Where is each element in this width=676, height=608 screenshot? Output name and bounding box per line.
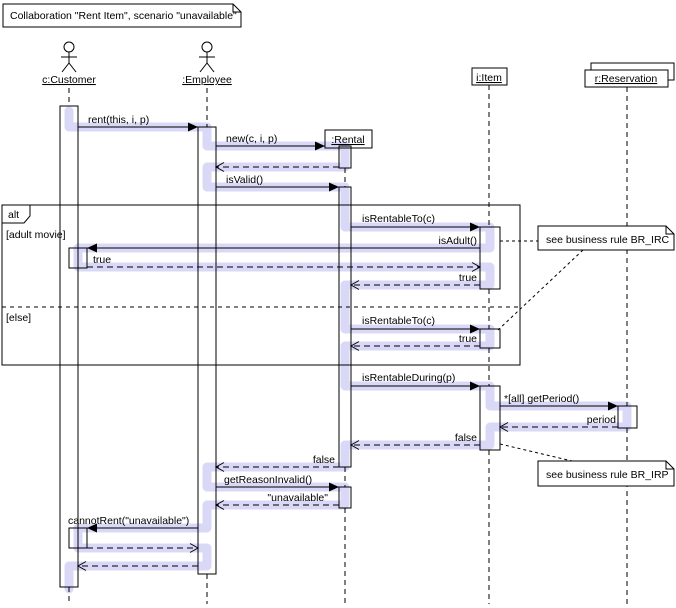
- activation-item-1[interactable]: [479, 226, 501, 290]
- actor-customer[interactable]: [61, 41, 77, 73]
- activation-customer-nested-1[interactable]: [68, 247, 88, 269]
- note-br-irc[interactable]: see business rule BR_IRC: [537, 225, 675, 251]
- actor-employee-label: :Employee: [182, 74, 232, 86]
- message-new-label: new(c, i, p): [226, 133, 277, 145]
- message-getperiod-label: *[all] getPeriod(): [504, 393, 579, 405]
- return-false1-label: false: [455, 432, 477, 444]
- fragment-guard-adult-movie: [adult movie]: [6, 229, 66, 241]
- note-connector-irp: [499, 443, 573, 462]
- return-true2-label: true: [459, 272, 477, 284]
- activation-item-3[interactable]: [479, 385, 501, 451]
- object-item-label: i:Item: [476, 72, 502, 84]
- object-item[interactable]: i:Item: [471, 67, 508, 86]
- activation-rental-getreason[interactable]: [338, 486, 352, 509]
- fragment-alt[interactable]: [1, 204, 521, 366]
- multiobject-reservation[interactable]: r:Reservation: [584, 62, 675, 88]
- message-isrentableduring-label: isRentableDuring(p): [362, 372, 455, 384]
- actor-employee-body: [199, 52, 215, 73]
- actor-customer-head: [63, 41, 75, 53]
- activation-customer-nested-2[interactable]: [68, 527, 88, 549]
- activation-reservation[interactable]: [617, 405, 638, 429]
- multiobject-reservation-front: [584, 69, 669, 88]
- message-rent-label: rent(this, i, p): [88, 114, 149, 126]
- activation-bars: [59, 105, 638, 588]
- note-br-irp-text: see business rule BR_IRP: [546, 469, 669, 481]
- message-isrentableto2-label: isRentableTo(c): [362, 315, 435, 327]
- note-connector-irc-2: [497, 249, 584, 331]
- message-cannotrent-label: cannotRent("unavailable"): [68, 515, 189, 527]
- fragment-alt-pentagon: [2, 205, 31, 224]
- activation-rental-isvalid[interactable]: [338, 186, 352, 468]
- activation-employee[interactable]: [197, 126, 217, 575]
- message-getreasoninvalid-label: getReasonInvalid(): [224, 474, 312, 486]
- return-true3-label: true: [459, 333, 477, 345]
- actor-customer-body: [61, 52, 77, 73]
- execution-trace-highlight: [64, 106, 632, 594]
- note-br-irp[interactable]: see business rule BR_IRP: [537, 460, 675, 487]
- actor-employee[interactable]: [199, 41, 215, 73]
- object-reservation-label: r:Reservation: [595, 73, 658, 85]
- return-unavailable-label: "unavailable": [267, 492, 328, 504]
- activation-rental-create[interactable]: [338, 145, 352, 169]
- actor-employee-head: [201, 41, 213, 53]
- activation-item-2[interactable]: [479, 328, 501, 349]
- fragment-alt-operator: alt: [8, 209, 19, 221]
- actor-customer-label: c:Customer: [42, 74, 96, 86]
- diagram-title: Collaboration "Rent Item", scenario "una…: [10, 10, 237, 22]
- diagram-title-note[interactable]: Collaboration "Rent Item", scenario "una…: [2, 3, 242, 28]
- object-rental[interactable]: :Rental: [324, 129, 373, 149]
- message-isadult-label: isAdult(): [438, 235, 477, 247]
- note-br-irc-text: see business rule BR_IRC: [546, 234, 670, 246]
- return-period-label: period: [587, 414, 616, 426]
- activation-customer[interactable]: [59, 105, 79, 588]
- message-isvalid-label: isValid(): [226, 174, 263, 186]
- object-rental-label: :Rental: [331, 134, 364, 146]
- return-true1-label: true: [93, 254, 111, 266]
- message-isrentableto1-label: isRentableTo(c): [362, 213, 435, 225]
- fragment-guard-else: [else]: [6, 312, 31, 324]
- return-false2-label: false: [313, 454, 335, 466]
